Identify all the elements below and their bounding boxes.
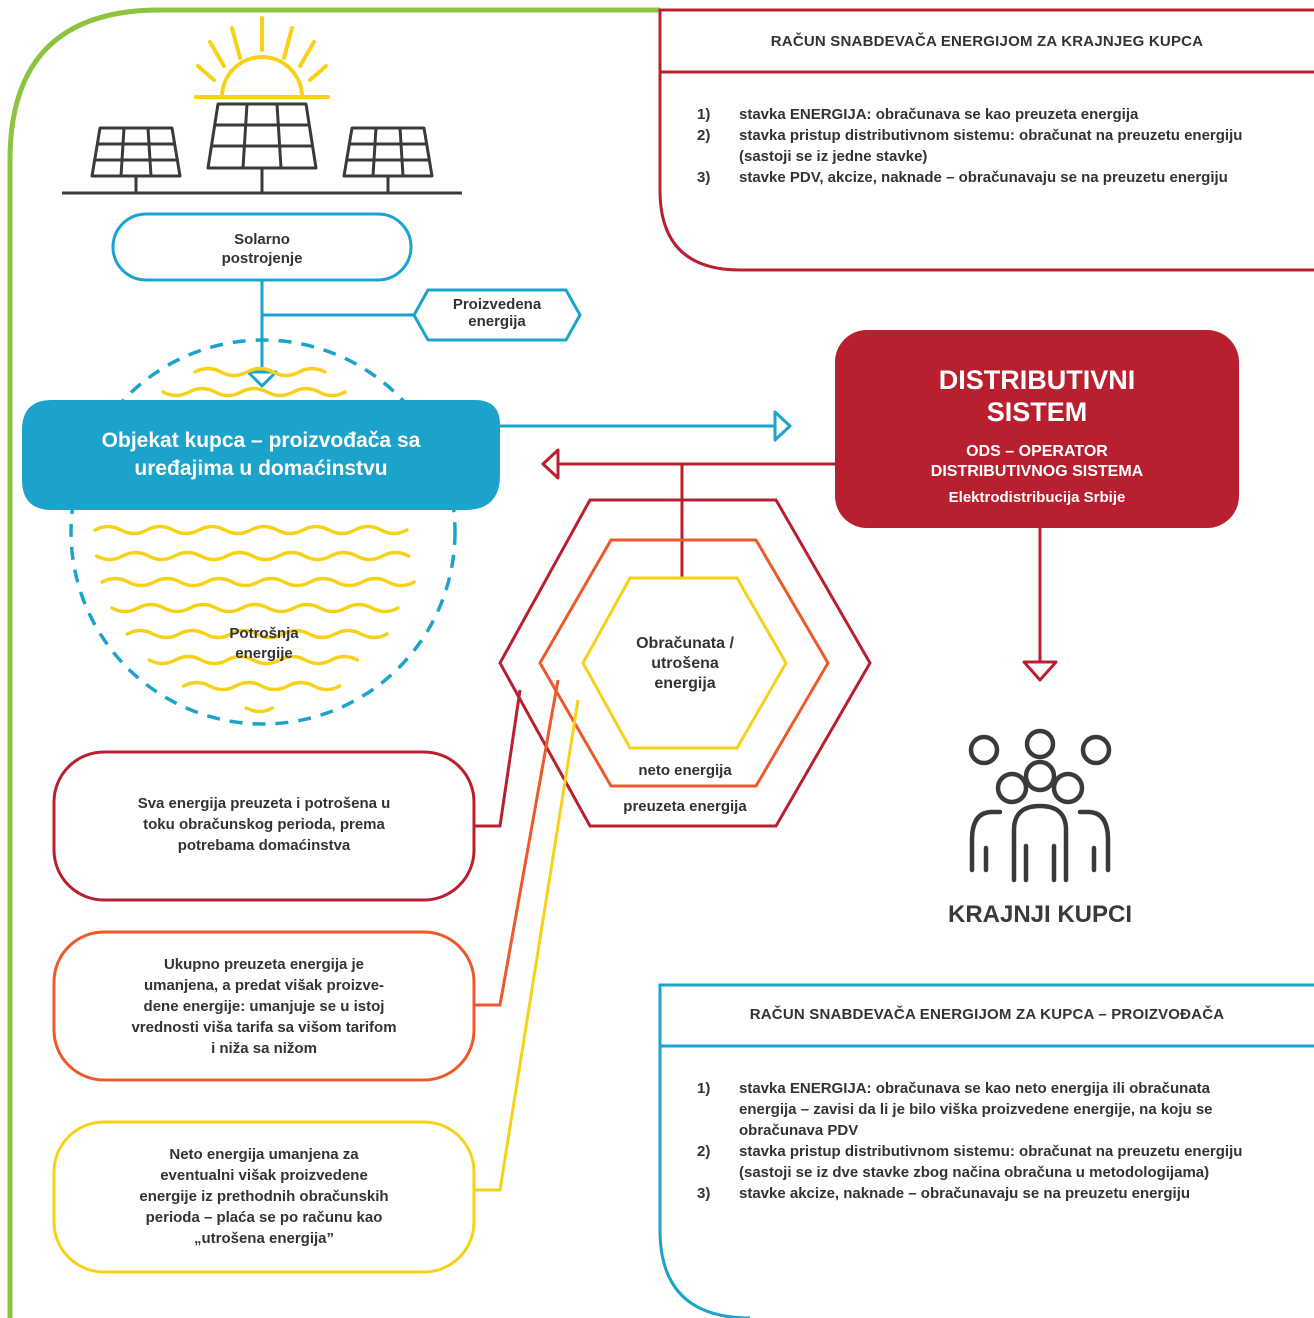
solar-panels-icon (62, 102, 462, 195)
bill-end-title: RAČUN SNABDEVAČA ENERGIJOM ZA KRAJNJEG K… (770, 33, 1204, 50)
consumption-wave (94, 550, 411, 562)
bill-item: 2) stavka pristup distributivnom sistemu:… (697, 1141, 1257, 1183)
consumption-wave (161, 386, 347, 398)
building-box (22, 400, 500, 510)
hex-middle-label: neto energija (638, 762, 732, 779)
hex-outer-label: preuzeta energija (623, 798, 747, 815)
bill-item: 3) stavke PDV, akcize, naknade – obračuna… (697, 167, 1297, 188)
green-frame (7, 7, 660, 1318)
orange-note-connector (474, 679, 560, 1007)
bill-prosumer-frame (658, 983, 1314, 1318)
produced-label: Proizvedena energija (452, 296, 542, 330)
bill-item: 3) stavke akcize, naknade – obračunavaju … (697, 1183, 1257, 1204)
hex-middle (538, 538, 830, 788)
bill-item-number: 2) (697, 127, 711, 144)
bill-item-text: stavka pristup distributivnom sistemu: o… (739, 1143, 1243, 1181)
solar-label: Solarno postrojenje (221, 231, 303, 267)
bill-item-text: stavka ENERGIJA: obračunava se kao neto … (739, 1080, 1213, 1139)
solar-arrow-down-icon (246, 370, 278, 388)
red-note-connector (474, 689, 522, 828)
bill-item-number: 1) (697, 1080, 711, 1097)
customers-label: KRAJNJI KUPCI (947, 901, 1133, 928)
bill-item-text: stavka ENERGIJA: obračunava se kao preuz… (739, 106, 1139, 123)
bill-item-number: 2) (697, 1143, 711, 1160)
consumption-label: Potrošnja energije (229, 625, 299, 662)
ods-company: Elektrodistribucija Srbije (948, 489, 1126, 506)
produced-hex-shape (412, 288, 582, 342)
bill-item-text: stavke PDV, akcize, naknade – obračunava… (739, 169, 1228, 186)
hex-inner (581, 576, 788, 750)
note-yellow-text: Neto energija umanjena za eventualni viš… (139, 1146, 389, 1247)
consumption-wave (110, 602, 400, 614)
hex-outer (498, 498, 872, 828)
bill-item-number: 3) (697, 169, 711, 186)
hex-inner-label: Obračunata / utrošena energija (636, 635, 734, 692)
bill-prosumer-items: 1) stavka ENERGIJA: obračunava se kao net… (697, 1078, 1257, 1204)
solar-connector (260, 280, 414, 372)
consumption-wave (244, 706, 275, 714)
consumption-wave (147, 654, 360, 666)
bill-item: 1) stavka ENERGIJA: obračunava se kao net… (697, 1078, 1257, 1141)
consumption-wave (125, 628, 389, 640)
bill-item-text: stavka pristup distributivnom sistemu: o… (739, 127, 1243, 165)
note-orange-box (52, 930, 476, 1082)
consumption-waves (93, 366, 416, 714)
consumption-wave (193, 366, 327, 378)
arrow-right-icon (773, 410, 792, 442)
bill-item-text: stavke akcize, naknade – obračunavaju se… (739, 1185, 1191, 1202)
consumption-wave (181, 680, 342, 692)
bill-item: 2) stavka pristup distributivnom sistemu:… (697, 125, 1297, 167)
consumption-circle (69, 338, 457, 726)
consumption-wave (93, 524, 409, 536)
consumption-wave (100, 576, 416, 588)
ods-box (835, 330, 1239, 528)
bill-item-number: 3) (697, 1185, 711, 1202)
note-yellow-box (52, 1120, 476, 1274)
yellow-note-connector (474, 699, 580, 1192)
ods-title: DISTRIBUTIVNI SISTEM (938, 365, 1136, 427)
building-label: Objekat kupca – proizvođača sa uređajima… (101, 429, 421, 480)
note-red-text: Sva energija preuzeta i potrošena u toku… (137, 795, 391, 854)
ods-arrow-down-icon (1022, 660, 1058, 682)
bill-prosumer-title: RAČUN SNABDEVAČA ENERGIJOM ZA KUPCA – PR… (749, 1006, 1225, 1023)
sun-icon (194, 16, 330, 99)
bill-end-items: 1) stavka ENERGIJA: obračunava se kao pre… (697, 104, 1297, 188)
ods-subtitle: ODS – OPERATOR DISTRIBUTIVNOG SISTEMA (930, 443, 1144, 480)
note-orange-text: Ukupno preuzeta energija je umanjena, a … (131, 956, 397, 1057)
arrow-left-icon (541, 448, 560, 480)
bill-item: 1) stavka ENERGIJA: obračunava se kao pre… (697, 104, 1297, 125)
bill-item-number: 1) (697, 106, 711, 123)
draw-line (558, 462, 835, 578)
bill-end-frame (658, 8, 1314, 272)
note-red-box (52, 750, 476, 902)
people-group-icon (968, 728, 1112, 883)
